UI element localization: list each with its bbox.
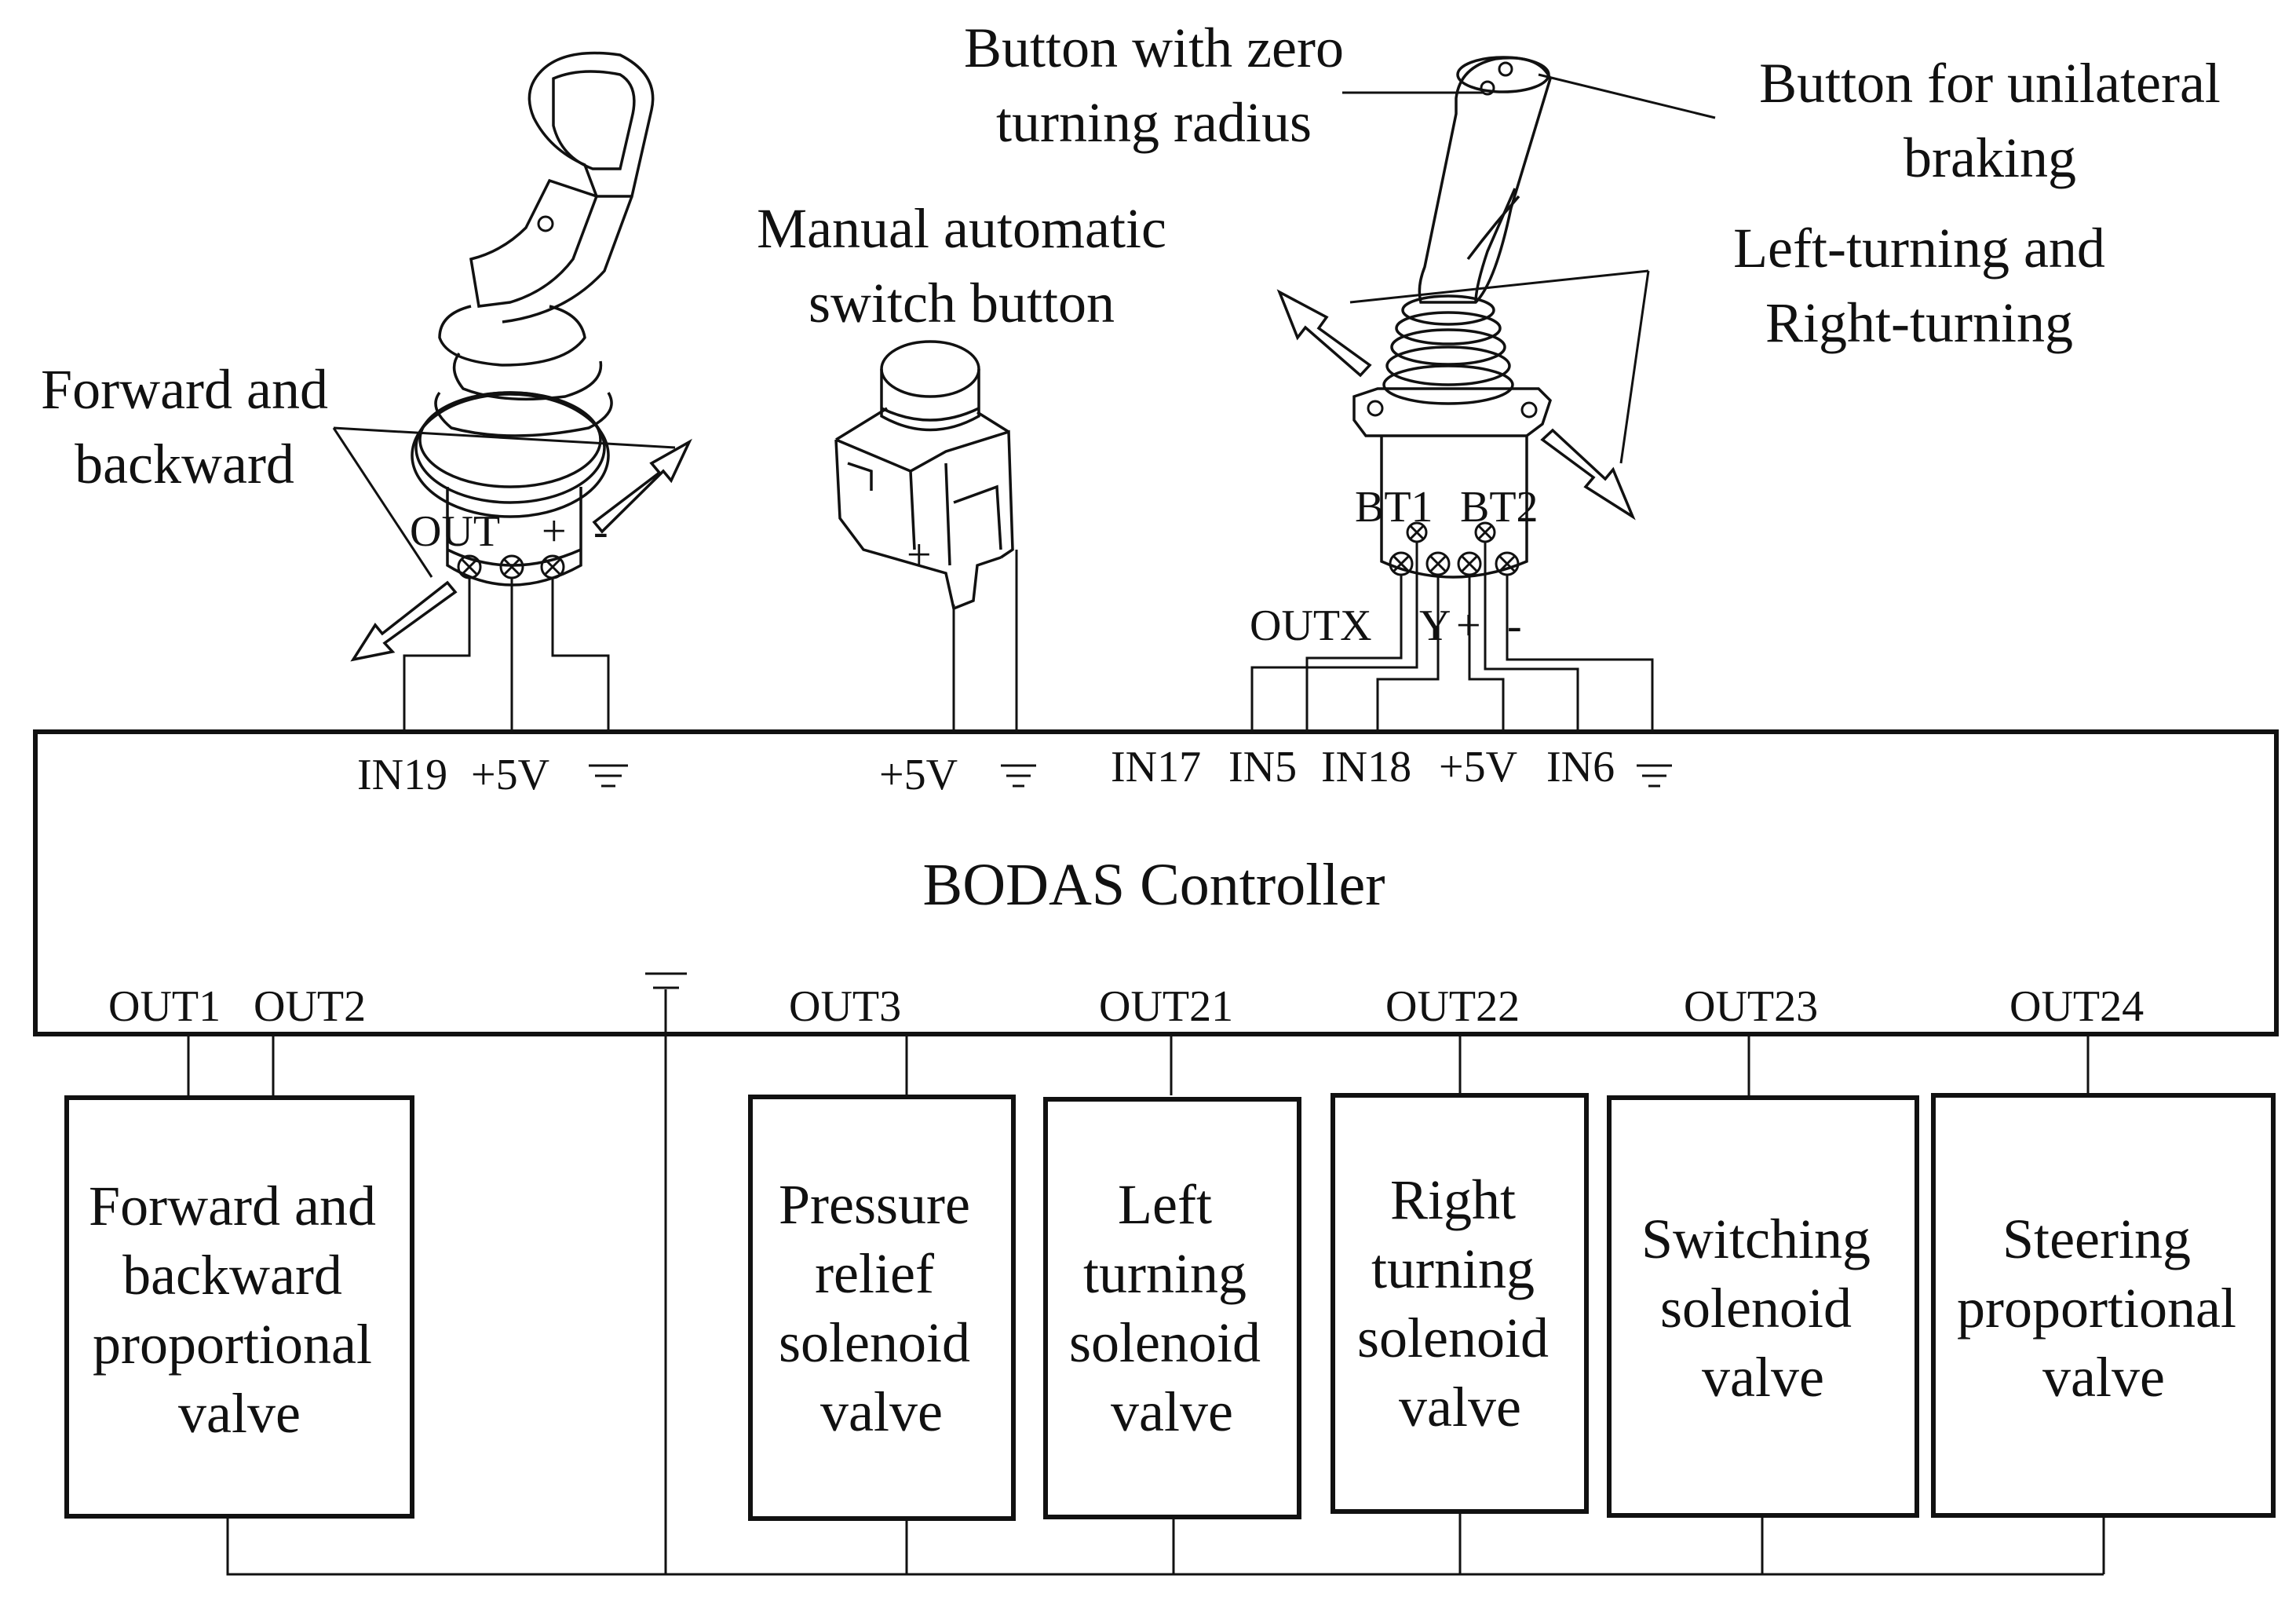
left-right-turning-label-line2: Right-turning bbox=[1765, 291, 2073, 354]
forward-arrow-icon bbox=[592, 438, 692, 534]
y-label: Y bbox=[1419, 601, 1451, 650]
switch-plus-label: + bbox=[907, 531, 932, 579]
valve-text: Left turning solenoid valve bbox=[1069, 1173, 1275, 1443]
in19-label: IN19 bbox=[357, 751, 447, 799]
unilateral-braking-label-line2: braking bbox=[1904, 126, 2076, 189]
manual-switch-label-line1: Manual automatic bbox=[757, 197, 1166, 260]
zero-radius-label-line2: turning radius bbox=[996, 91, 1312, 154]
zero-radius-label-line1: Button with zero bbox=[964, 16, 1344, 79]
forward-backward-joystick: OUT + - bbox=[332, 51, 692, 662]
plus5v-label-3: +5V bbox=[1439, 743, 1517, 791]
plus5v-label-2: +5V bbox=[879, 751, 958, 799]
backward-arrow-icon bbox=[350, 580, 458, 662]
valve-text: Steering proportional valve bbox=[1957, 1208, 2250, 1409]
valve-text: Switching solenoid valve bbox=[1641, 1208, 1885, 1409]
forward-backward-label-line2: backward bbox=[75, 433, 294, 495]
joystick2-minus-label: - bbox=[1507, 601, 1522, 650]
bodas-controller-box bbox=[33, 729, 2279, 1036]
unilateral-braking-label-line1: Button for unilateral bbox=[1759, 52, 2221, 115]
output-wiring bbox=[187, 989, 2105, 1576]
left-turn-arrow-icon bbox=[1276, 289, 1372, 378]
manual-switch-label-line2: switch button bbox=[809, 272, 1115, 334]
valve-text: Right turning solenoid valve bbox=[1357, 1168, 1563, 1438]
valve-right-turning: Right turning solenoid valve bbox=[1331, 1093, 1589, 1514]
valve-text: Forward and backward proportional valve bbox=[89, 1175, 390, 1445]
out2-label: OUT2 bbox=[254, 982, 366, 1031]
steering-joystick: BT1 BT2 OUTX Y + - bbox=[1250, 56, 1716, 650]
controller-input-labels: IN19 +5V +5V IN17 IN5 IN18 +5V IN6 bbox=[357, 743, 1615, 799]
valve-pressure-relief: Pressure relief solenoid valve bbox=[748, 1095, 1016, 1521]
right-turn-arrow-icon bbox=[1540, 428, 1636, 521]
out23-label: OUT23 bbox=[1684, 982, 1818, 1031]
in18-label: IN18 bbox=[1321, 743, 1411, 791]
out24-label: OUT24 bbox=[2009, 982, 2144, 1031]
valve-left-turning: Left turning solenoid valve bbox=[1043, 1097, 1301, 1519]
plus5v-label-1: +5V bbox=[471, 751, 549, 799]
valve-switching: Switching solenoid valve bbox=[1607, 1095, 1919, 1518]
joystick1-plus-label: + bbox=[542, 507, 567, 556]
in5-label: IN5 bbox=[1228, 743, 1297, 791]
out3-label: OUT3 bbox=[789, 982, 901, 1031]
in6-label: IN6 bbox=[1546, 743, 1615, 791]
joystick2-terminals bbox=[1389, 521, 1520, 576]
joystick1-terminals bbox=[457, 554, 565, 579]
forward-backward-label-line1: Forward and bbox=[41, 358, 328, 421]
joystick1-out-label: OUT bbox=[410, 507, 500, 556]
out22-label: OUT22 bbox=[1385, 982, 1520, 1031]
bt2-label: BT2 bbox=[1460, 483, 1539, 532]
out21-label: OUT21 bbox=[1099, 982, 1233, 1031]
valve-steering-proportional: Steering proportional valve bbox=[1931, 1093, 2276, 1518]
in17-label: IN17 bbox=[1111, 743, 1201, 791]
controller-title: BODAS Controller bbox=[923, 852, 1385, 918]
ground-icon bbox=[589, 764, 1672, 989]
valve-fb-proportional: Forward and backward proportional valve bbox=[64, 1095, 414, 1519]
manual-automatic-switch-button: + bbox=[834, 340, 1014, 611]
outx-label: OUTX bbox=[1250, 601, 1372, 650]
out1-label: OUT1 bbox=[108, 982, 221, 1031]
controller-output-labels: OUT1 OUT2 OUT3 OUT21 OUT22 OUT23 OUT24 bbox=[108, 982, 2144, 1031]
left-right-turning-label-line1: Left-turning and bbox=[1733, 217, 2105, 280]
bt1-label: BT1 bbox=[1355, 483, 1433, 532]
valve-text: Pressure relief solenoid valve bbox=[779, 1173, 984, 1443]
input-wiring bbox=[403, 542, 1654, 734]
